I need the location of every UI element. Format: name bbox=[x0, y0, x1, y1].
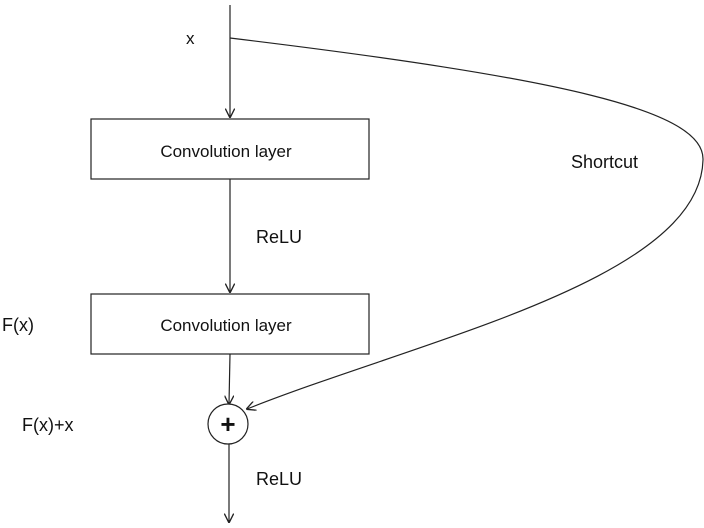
plus-icon: + bbox=[220, 409, 235, 439]
shortcut-edge bbox=[229, 37, 704, 409]
shortcut-label: Shortcut bbox=[571, 152, 638, 172]
conv-block-2-box bbox=[90, 293, 370, 355]
relu-mid-label: ReLU bbox=[256, 227, 302, 247]
sum-node: + bbox=[207, 403, 249, 445]
fx-plus-x-label: F(x)+x bbox=[22, 415, 74, 435]
conv-block-1-label: Convolution layer bbox=[160, 142, 292, 161]
relu-out-label: ReLU bbox=[256, 469, 302, 489]
input-label: x bbox=[186, 29, 195, 48]
fx-label: F(x) bbox=[2, 315, 34, 335]
conv2-to-sum-edge bbox=[229, 353, 230, 404]
sum-node-circle bbox=[207, 403, 249, 445]
conv-block-2-label: Convolution layer bbox=[160, 316, 292, 335]
conv-block-1: Convolution layer bbox=[90, 118, 370, 180]
conv-block-2: Convolution layer bbox=[90, 293, 370, 355]
